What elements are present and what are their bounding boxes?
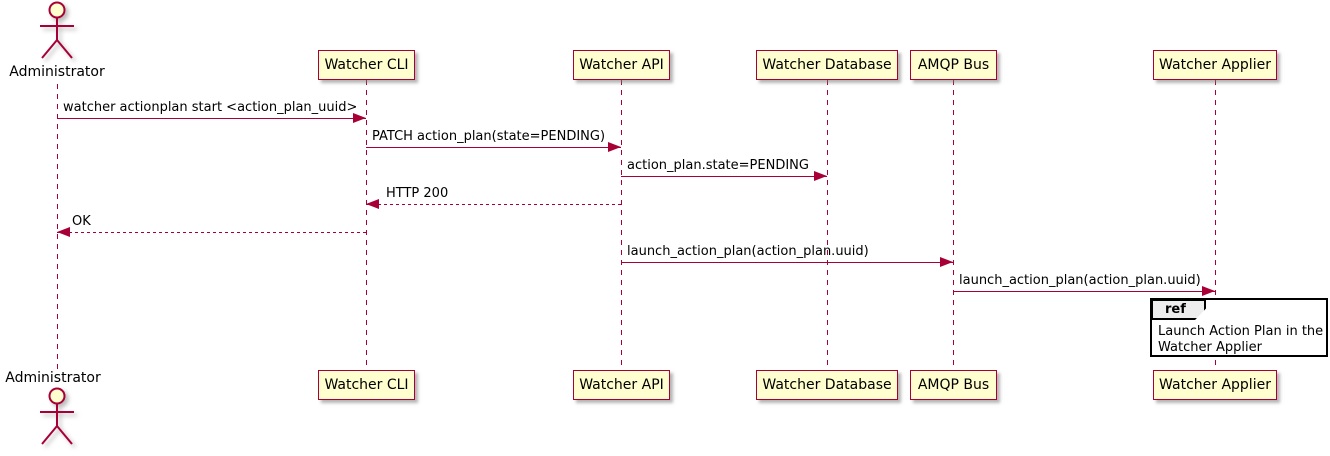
lifeline-watcher-cli: [366, 80, 367, 370]
ref-text: Launch Action Plan in the Watcher Applie…: [1158, 324, 1323, 356]
message-line: [366, 147, 621, 148]
message-ok: OK: [72, 214, 91, 229]
participant-watcher-cli-top: Watcher CLI: [318, 50, 415, 80]
participant-watcher-cli-bottom: Watcher CLI: [318, 370, 415, 400]
ref-text-line1: Launch Action Plan in the: [1158, 324, 1324, 339]
message-launch-action-plan-applier: launch_action_plan(action_plan.uuid): [959, 273, 1201, 288]
arrowhead-icon: [940, 257, 953, 267]
lifeline-watcher-applier: [1215, 80, 1216, 370]
message-launch-action-plan-amqp: launch_action_plan(action_plan.uuid): [627, 244, 869, 259]
message-line: [953, 291, 1215, 292]
message-line: [57, 118, 366, 119]
participant-amqp-bus-top: AMQP Bus: [910, 50, 997, 80]
arrowhead-icon: [57, 227, 70, 237]
message-line: [621, 176, 827, 177]
message-http-200: HTTP 200: [386, 186, 449, 201]
participant-watcher-database-bottom: Watcher Database: [756, 370, 898, 400]
actor-label-bottom: Administrator: [5, 370, 101, 386]
ref-fragment: ref Launch Action Plan in the Watcher Ap…: [1150, 298, 1328, 357]
message-actionplan-start: watcher actionplan start <action_plan_uu…: [63, 100, 358, 115]
message-state-pending: action_plan.state=PENDING: [627, 158, 809, 173]
ref-tag: ref: [1151, 299, 1206, 320]
message-line: [621, 262, 953, 263]
arrowhead-icon: [1202, 286, 1215, 296]
lifeline-watcher-api: [621, 80, 622, 370]
administrator-actor-icon-bottom: [40, 387, 74, 445]
arrowhead-icon: [608, 142, 621, 152]
message-patch-action-plan: PATCH action_plan(state=PENDING): [372, 129, 606, 144]
administrator-actor-icon: [40, 1, 74, 59]
actor-label-top: Administrator: [9, 64, 105, 80]
ref-text-line2: Watcher Applier: [1158, 340, 1262, 355]
participant-amqp-bus-bottom: AMQP Bus: [910, 370, 997, 400]
participant-watcher-api-top: Watcher API: [573, 50, 670, 80]
participant-watcher-database-top: Watcher Database: [756, 50, 898, 80]
participant-watcher-applier-bottom: Watcher Applier: [1153, 370, 1277, 400]
participant-watcher-applier-top: Watcher Applier: [1153, 50, 1277, 80]
arrowhead-icon: [814, 171, 827, 181]
arrowhead-icon: [353, 113, 366, 123]
lifeline-watcher-database: [827, 80, 828, 370]
message-line: [57, 232, 366, 233]
participant-watcher-api-bottom: Watcher API: [573, 370, 670, 400]
arrowhead-icon: [366, 199, 379, 209]
message-line: [366, 204, 621, 205]
lifeline-amqp-bus: [953, 80, 954, 370]
